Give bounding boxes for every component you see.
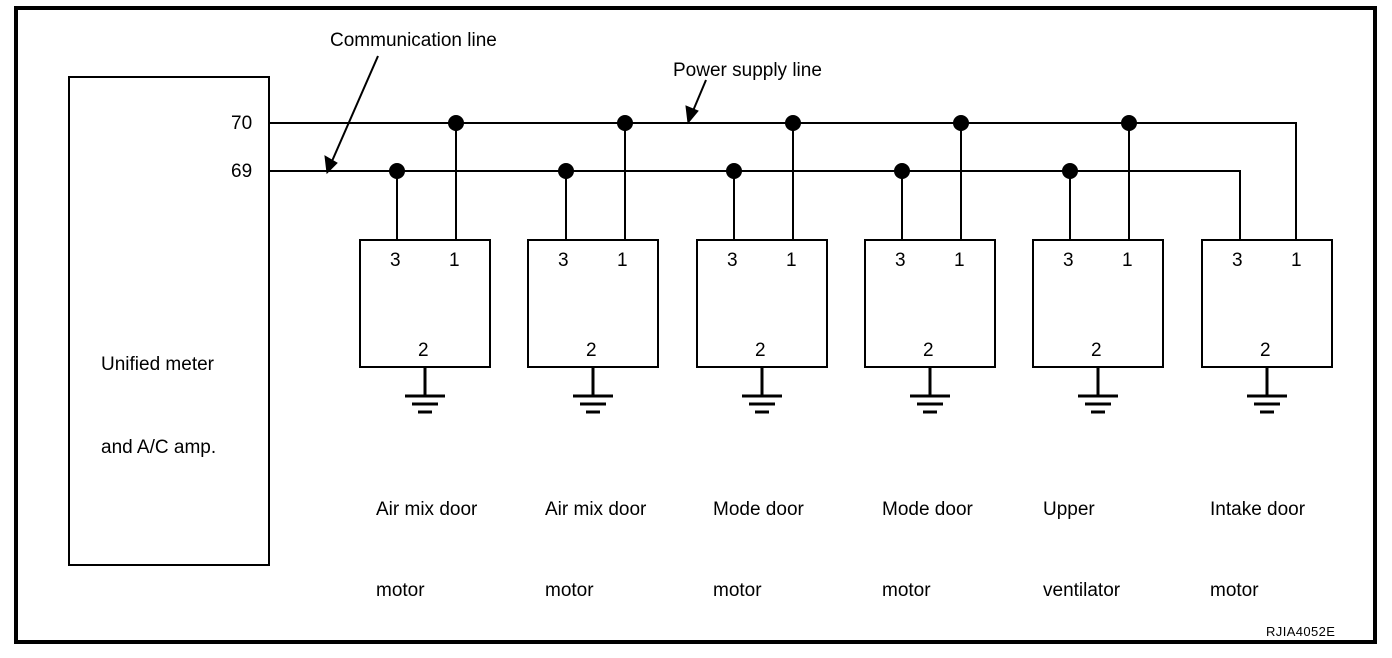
ground-symbol-2 xyxy=(573,367,613,414)
motor-caption-mode-door-motor-passenger: Mode door motor (Passenger side) xyxy=(882,443,979,658)
ground-symbol-5 xyxy=(1078,367,1118,414)
communication-line-callout: Communication line xyxy=(330,30,497,51)
motor-caption-mode-door-motor-driver: Mode door motor (Driver side) xyxy=(713,443,816,658)
bus-line-69 xyxy=(269,170,1241,240)
junction-dot-m1-term1 xyxy=(448,115,464,131)
motor-box-6 xyxy=(1201,239,1333,368)
motor-caption-line: Upper xyxy=(1043,498,1095,520)
motor-2-terminal-1: 1 xyxy=(617,250,628,271)
motor-caption-air-mix-door-motor-passenger: Air mix door motor (Passenger side) xyxy=(545,443,646,658)
power-supply-line-arrow xyxy=(685,79,707,125)
motor-box-5 xyxy=(1032,239,1164,368)
motor-1-terminal-3: 3 xyxy=(390,250,401,271)
power-supply-line-callout: Power supply line xyxy=(673,60,822,81)
junction-dot-m5-term1 xyxy=(1121,115,1137,131)
junction-dot-m2-term1 xyxy=(617,115,633,131)
reference-code: RJIA4052E xyxy=(1266,624,1336,639)
motor-caption-line: motor xyxy=(1210,579,1259,601)
motor-caption-line: Mode door xyxy=(882,498,973,520)
bus-line-70 xyxy=(269,122,1297,240)
junction-dot-m5-term3 xyxy=(1062,163,1078,179)
junction-dot-m1-term3 xyxy=(389,163,405,179)
motor-caption-line: motor xyxy=(376,579,425,601)
unified-meter-amp-box xyxy=(68,76,270,566)
motor-2-terminal-3: 3 xyxy=(558,250,569,271)
unified-meter-amp-label: Unified meter and A/C amp. xyxy=(101,296,216,516)
junction-dots xyxy=(389,115,1137,179)
motor-caption-line: motor xyxy=(882,579,931,601)
pin-label-70: 70 xyxy=(231,113,253,134)
motor-caption-line: motor xyxy=(713,579,762,601)
motor-1-terminal-2: 2 xyxy=(418,340,429,361)
diagram-border-frame xyxy=(14,6,1377,644)
motor-6-terminal-2: 2 xyxy=(1260,340,1271,361)
pin-label-69: 69 xyxy=(231,161,253,182)
motor-3-terminal-1: 1 xyxy=(786,250,797,271)
motor-caption-line: Air mix door xyxy=(376,498,478,520)
motor-4-terminal-2: 2 xyxy=(923,340,934,361)
junction-dot-m3-term3 xyxy=(726,163,742,179)
motor-caption-line: motor xyxy=(545,579,594,601)
motor-5-terminal-2: 2 xyxy=(1091,340,1102,361)
communication-line-arrow xyxy=(324,55,379,175)
motor-5-terminal-3: 3 xyxy=(1063,250,1074,271)
motor-caption-intake-door-motor: Intake door motor xyxy=(1210,443,1305,658)
motor-6-terminal-1: 1 xyxy=(1291,250,1302,271)
motor-box-4 xyxy=(864,239,996,368)
ground-symbol-3 xyxy=(742,367,782,414)
junction-dot-m4-term1 xyxy=(953,115,969,131)
junction-dot-m4-term3 xyxy=(894,163,910,179)
ground-symbol-6 xyxy=(1247,367,1287,414)
motor-4-terminal-3: 3 xyxy=(895,250,906,271)
motor-5-terminal-1: 1 xyxy=(1122,250,1133,271)
ground-symbol-4 xyxy=(910,367,950,414)
motor-caption-line: Mode door xyxy=(713,498,804,520)
motor-caption-air-mix-door-motor-driver: Air mix door motor (Driver side) xyxy=(376,443,479,658)
motor-3-terminal-2: 2 xyxy=(755,340,766,361)
motor-6-terminal-3: 3 xyxy=(1232,250,1243,271)
motor-caption-line: ventilator xyxy=(1043,579,1121,601)
unified-meter-amp-label-line2: and A/C amp. xyxy=(101,436,217,458)
junction-dot-m3-term1 xyxy=(785,115,801,131)
ground-symbol-1 xyxy=(405,367,445,414)
motor-4-terminal-1: 1 xyxy=(954,250,965,271)
motor-caption-upper-ventilator-door-motor: Upper ventilator door motor xyxy=(1043,443,1135,658)
motor-1-terminal-1: 1 xyxy=(449,250,460,271)
motor-caption-line: Intake door xyxy=(1210,498,1306,520)
unified-meter-amp-label-line1: Unified meter xyxy=(101,354,214,376)
motor-2-terminal-2: 2 xyxy=(586,340,597,361)
junction-dot-m2-term3 xyxy=(558,163,574,179)
motor-3-terminal-3: 3 xyxy=(727,250,738,271)
motor-caption-line: Air mix door xyxy=(545,498,647,520)
